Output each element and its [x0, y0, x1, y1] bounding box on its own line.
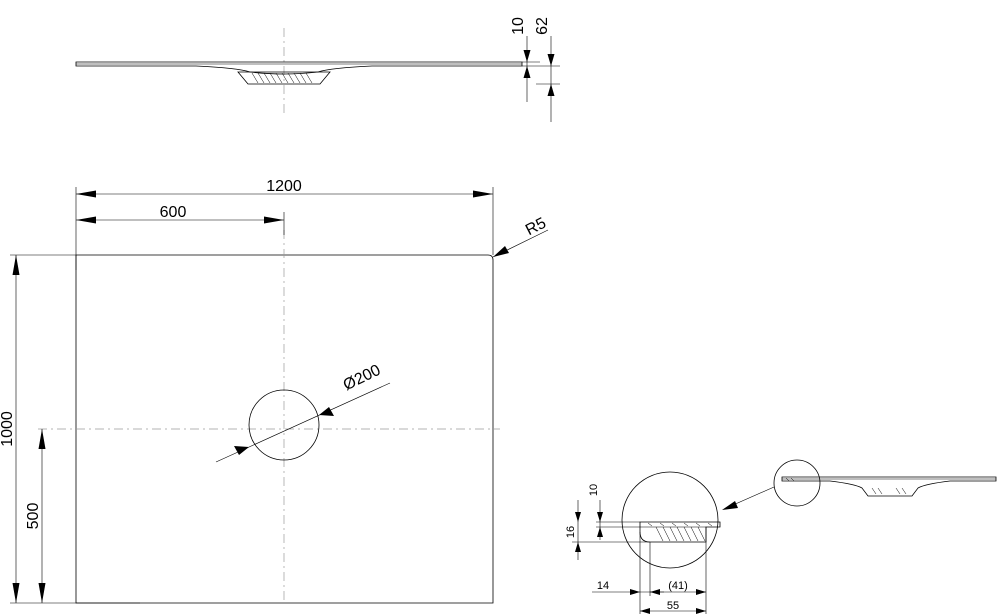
drain-body-profile [237, 71, 331, 85]
detail-rim-height-label: 10 [588, 484, 600, 496]
detail-profile-outline [639, 521, 721, 543]
corner-radius-label: R5 [523, 215, 549, 239]
plan-view: 1200 600 1000 500 R5 Ø200 [0, 178, 549, 604]
detail-hatching [647, 522, 713, 542]
tray-side-profile [75, 61, 523, 75]
tray-outline [75, 254, 494, 604]
detail-reference-width-label: (41) [668, 580, 688, 592]
section-drain-hatching [785, 477, 907, 495]
drain-hole [248, 389, 320, 461]
drain-diameter-label: Ø200 [341, 362, 384, 394]
overall-width-label: 1200 [266, 178, 302, 195]
detail-profile-height-label: 16 [565, 526, 577, 538]
detail-offset-label: 14 [597, 580, 609, 592]
detail-overall-width-label: 55 [667, 600, 679, 612]
side-elevation-view: 10 62 [75, 17, 560, 122]
drain-ribbing [251, 72, 313, 84]
edge-thickness-label: 10 [510, 17, 527, 35]
detail-magnifier-circle [621, 471, 719, 569]
section-detail-view: 10 16 14 (41) 55 [565, 459, 997, 614]
section-profile [781, 476, 997, 497]
overall-depth-label: 1000 [0, 411, 16, 447]
total-height-label: 62 [534, 17, 551, 35]
half-width-label: 600 [160, 204, 187, 221]
half-depth-label: 500 [25, 503, 42, 530]
detail-reference-circle [773, 459, 821, 507]
